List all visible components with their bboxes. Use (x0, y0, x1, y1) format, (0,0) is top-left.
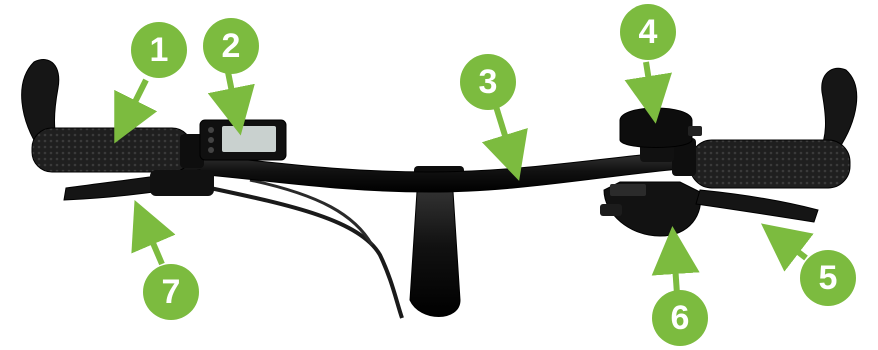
arrow-7 (144, 222, 162, 264)
callout-2: 2 (203, 18, 259, 74)
callout-7: 7 (143, 264, 199, 320)
arrow-4 (646, 62, 652, 100)
arrow-5 (780, 238, 806, 258)
callout-1: 1 (131, 22, 187, 78)
arrow-6 (674, 250, 677, 294)
callout-4: 4 (620, 4, 676, 60)
arrow-2 (228, 72, 236, 112)
callout-5: 5 (800, 250, 856, 306)
callout-6: 6 (652, 290, 708, 346)
callout-3: 3 (460, 54, 516, 110)
arrow-3 (494, 100, 512, 158)
arrow-1 (125, 80, 146, 122)
